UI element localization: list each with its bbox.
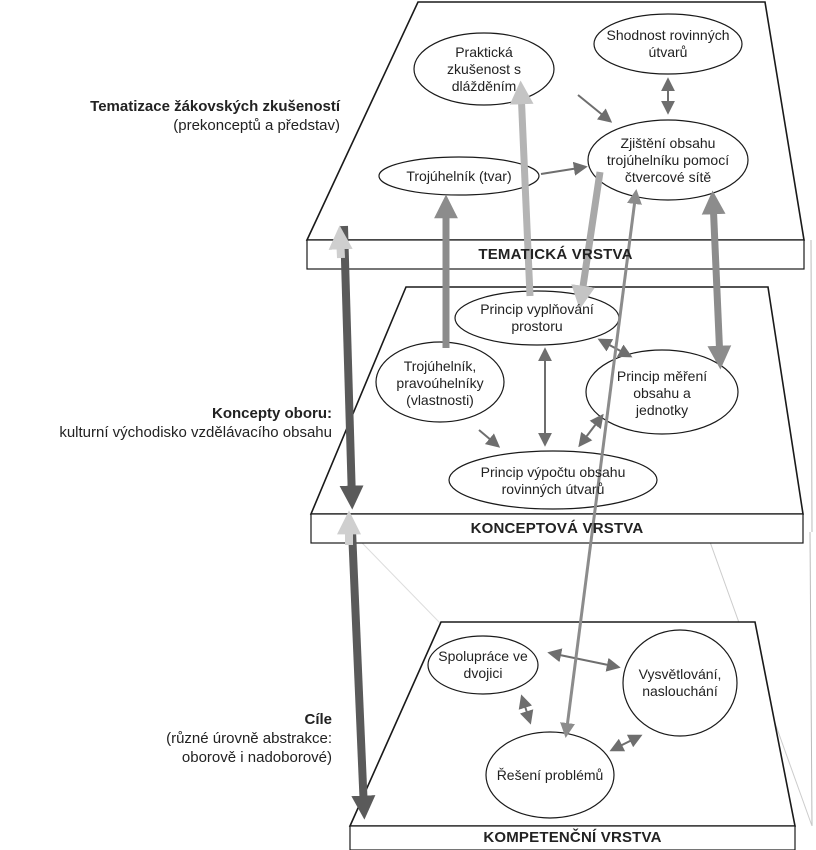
side-label-thematic-title: Tematizace žákovských zkušeností [90, 98, 340, 115]
side-label-concept: Koncepty oboru: kulturní východisko vzdě… [0, 404, 332, 442]
node-mereni: Princip měření obsahu a jednotky [616, 367, 708, 418]
node-reseni-ellipse [485, 731, 615, 819]
arrow-tvar-zjisteni [540, 161, 588, 176]
layer-title-competence: KOMPETENČNÍ VRSTVA [483, 829, 662, 846]
side-label-concept-subtitle: kulturní východisko vzdělávacího obsahu [59, 424, 332, 441]
arrow-spoluprace-reseni [518, 694, 534, 725]
side-label-goals-title: Cíle [304, 711, 332, 728]
side-label-goals-line1: (různé úrovně abstrakce: [166, 730, 332, 747]
side-label-concept-title: Koncepty oboru: [212, 405, 332, 422]
node-reseni: Řešení problémů [496, 766, 604, 783]
node-trojuhelnik-prav: Trojúhelník, pravoúhelníky (vlastnosti) [396, 357, 484, 408]
side-label-goals-line2: oborově i nadoborové) [181, 749, 332, 766]
node-zjisteni: Zjištění obsahu trojúhelníku pomocí čtve… [606, 134, 730, 185]
node-shodnost: Shodnost rovinných útvarů [606, 27, 730, 60]
arrow-zjisteni-to-mereni [701, 190, 732, 370]
node-spoluprace: Spolupráce ve dvojici [438, 648, 528, 681]
layer-connector-line [810, 239, 813, 533]
node-trojuhelnik-tvar-ellipse [378, 156, 540, 196]
layer-title-concept: KONCEPTOVÁ VRSTVA [470, 520, 644, 537]
layer-title-thematic: TEMATICKÁ VRSTVA [478, 246, 633, 263]
side-label-thematic: Tematizace žákovských zkušeností (prekon… [20, 97, 340, 135]
node-trojuhelnik-tvar: Trojúhelník (tvar) [406, 167, 512, 184]
side-label-thematic-subtitle: (prekonceptů a představ) [173, 117, 340, 134]
left-arrow-concept-thematic [328, 225, 353, 259]
node-vysvetlovani: Vysvětlování, naslouchání [638, 666, 722, 699]
concept-title-bar [310, 513, 804, 544]
arrow-reseni-to-zjisteni [560, 189, 642, 738]
arrow-reseni-vysvetlovani [609, 734, 643, 752]
arrow-prakticka-zjisteni [577, 94, 613, 123]
node-shodnost-ellipse [593, 13, 743, 75]
arrow-prav-vypocet [478, 429, 501, 448]
side-label-goals: Cíle (různé úrovně abstrakce: oborově i … [60, 710, 332, 767]
left-arrow-concept-competence [348, 529, 376, 820]
layer-connector-line [809, 531, 813, 827]
node-zjisteni-ellipse [587, 119, 749, 201]
arrow-vyplnovani-to-prakticka [509, 80, 534, 297]
node-prakticka: Praktická zkušenost s dlážděním [447, 43, 521, 94]
node-trojuhelnik-prav-ellipse [375, 341, 505, 423]
competence-title-bar [349, 825, 796, 850]
node-vypocet: Princip výpočtu obsahu rovinných útvarů [480, 464, 626, 497]
node-vyplnovani: Princip vyplňování prostoru [480, 301, 594, 334]
left-arrow-thematic-concept [339, 225, 364, 510]
node-spoluprace-ellipse [427, 635, 539, 695]
